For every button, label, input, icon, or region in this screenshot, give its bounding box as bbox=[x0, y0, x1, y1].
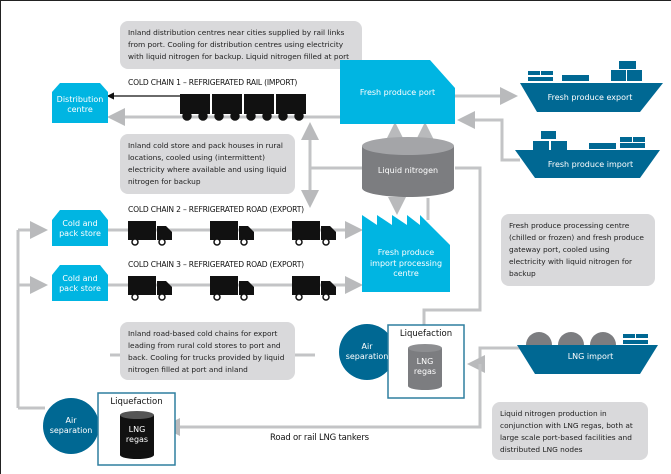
lng-regas-port-line1: LNG bbox=[416, 357, 434, 366]
fresh-produce-port: Fresh produce port bbox=[359, 88, 436, 97]
tanker-line bbox=[162, 364, 482, 436]
processing-centre-line3: centre bbox=[393, 269, 419, 278]
road-note: Inland road-based cold chains for export… bbox=[120, 322, 295, 380]
chain2-label: COLD CHAIN 2 – REFRIGERATED ROAD (EXPORT… bbox=[128, 205, 304, 214]
cold-store-b-line2: pack store bbox=[59, 284, 101, 293]
trucks bbox=[127, 220, 337, 301]
air-separation-port-line2: separation bbox=[345, 352, 389, 361]
cold-store-b-line1: Cold and bbox=[62, 274, 98, 283]
distribution-centre-shape bbox=[52, 83, 108, 123]
liquid-nitrogen-tank bbox=[362, 137, 454, 197]
air-separation-inland-circle bbox=[43, 398, 99, 454]
ln-right-branch bbox=[422, 166, 482, 326]
lng-ship bbox=[517, 332, 658, 374]
processing-centre-line2: import processing bbox=[369, 258, 443, 268]
air-separation-port-line1: Air bbox=[361, 342, 373, 351]
chain3-label: COLD CHAIN 3 – REFRIGERATED ROAD (EXPORT… bbox=[128, 260, 304, 269]
import-ship-label: Fresh produce import bbox=[547, 160, 634, 169]
lng-regas-port: LNG regas bbox=[408, 357, 442, 377]
port-shape bbox=[340, 60, 455, 124]
processing-centre: Fresh produce import processing centre bbox=[362, 248, 450, 280]
lng-regas-port-line2: regas bbox=[413, 367, 437, 376]
distribution-centre: Distribution centre bbox=[52, 95, 108, 115]
distribution-centre-line2: centre bbox=[67, 105, 93, 114]
air-separation-inland-line1: Air bbox=[65, 416, 77, 425]
processing-centre-shape bbox=[362, 215, 450, 292]
distribution-centre-line1: Distribution bbox=[56, 95, 104, 104]
liquid-nitrogen: Liquid nitrogen bbox=[377, 166, 439, 175]
processing-note: Fresh produce processing centre (chilled… bbox=[501, 214, 655, 286]
liquefaction-inland-label: Liquefaction bbox=[110, 397, 163, 407]
cold-store-a: Cold and pack store bbox=[52, 219, 108, 239]
chain1-label: COLD CHAIN 1 – REFRIGERATED RAIL (IMPORT… bbox=[128, 78, 298, 87]
rail-note: Inland distribution centres near cities … bbox=[120, 21, 362, 69]
import-ship bbox=[515, 131, 660, 178]
tanker-label: Road or rail LNG tankers bbox=[270, 433, 369, 443]
air-separation-inland-line2: separation bbox=[49, 426, 93, 435]
cold-store-a-line2: pack store bbox=[59, 229, 101, 238]
cold-store-b: Cold and pack store bbox=[52, 274, 108, 294]
cold-store-note: Inland cold store and pack houses in rur… bbox=[120, 134, 295, 194]
import-port-line bbox=[457, 111, 520, 162]
lng-regas-inland-line2: regas bbox=[125, 435, 149, 444]
lng-regas-inland-tank bbox=[120, 411, 154, 459]
lng-ship-label: LNG import bbox=[567, 352, 614, 361]
lng-regas-inland-line1: LNG bbox=[128, 425, 146, 434]
lng-regas-inland: LNG regas bbox=[120, 425, 154, 445]
liquefaction-port-label: Liquefaction bbox=[399, 329, 453, 339]
export-ship-label: Fresh produce export bbox=[547, 93, 633, 102]
cold-store-a-line1: Cold and bbox=[62, 219, 98, 228]
lng-regas-port-tank bbox=[408, 344, 442, 390]
air-separation-inland: Air separation bbox=[43, 416, 99, 436]
air-separation-port: Air separation bbox=[339, 342, 395, 362]
processing-centre-line1: Fresh produce bbox=[377, 248, 435, 257]
air-separation-port-circle bbox=[339, 324, 395, 380]
cold-store-b-shape bbox=[52, 265, 108, 301]
lng-note: Liquid nitrogen production in conjunctio… bbox=[492, 402, 648, 460]
lng-port-line bbox=[467, 346, 520, 373]
rail-cars bbox=[180, 94, 306, 121]
cold-store-a-shape bbox=[52, 210, 108, 246]
export-ship bbox=[520, 61, 663, 112]
